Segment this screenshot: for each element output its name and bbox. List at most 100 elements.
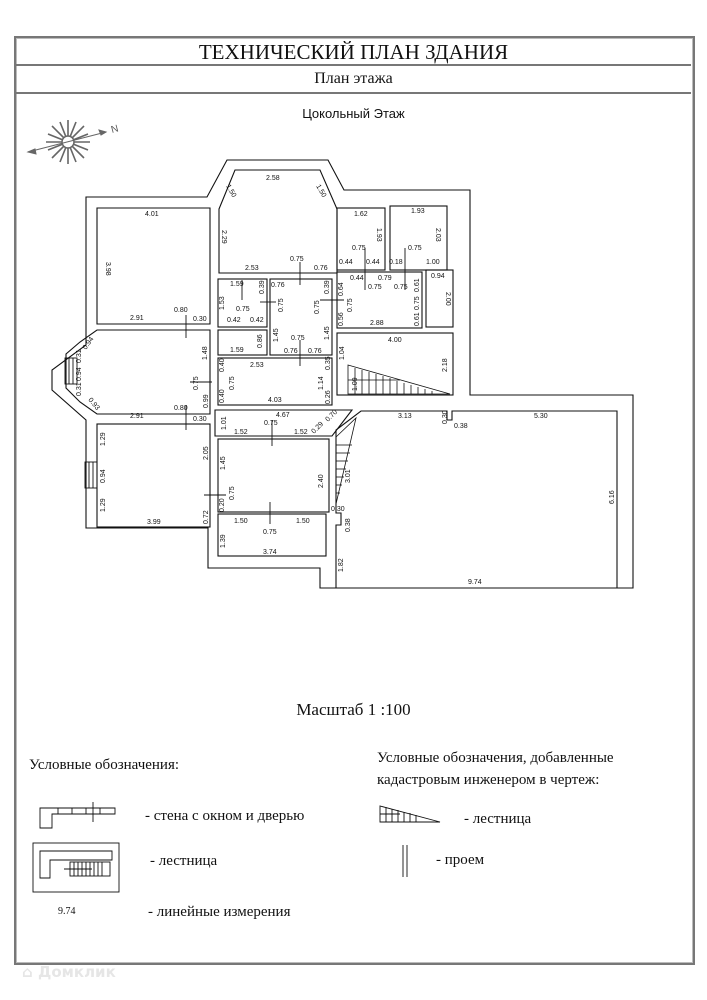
wall-window-door-icon [39, 802, 116, 829]
dim-label: 0.94 [100, 469, 107, 483]
opening-icon [402, 845, 408, 877]
legend-dimension-label: - линейные измерения [148, 904, 291, 920]
dim-label: 0.72 [203, 510, 210, 524]
document-title: ТЕХНИЧЕСКИЙ ПЛАН ЗДАНИЯ [16, 38, 691, 66]
dim-label: 0.75 [368, 284, 382, 291]
compass-north-label: N [110, 123, 120, 135]
dim-label: 1.04 [339, 346, 346, 360]
dim-label: 0.75 [290, 256, 304, 263]
dim-label: 1.29 [100, 498, 107, 512]
dim-label: 0.56 [338, 312, 345, 326]
dim-label: 4.03 [268, 397, 282, 404]
dim-label: 2.53 [250, 362, 264, 369]
door-markers [185, 248, 406, 524]
dim-label: 1.82 [338, 558, 345, 572]
dim-label: 0.30 [442, 410, 449, 424]
drawing-frame [14, 36, 695, 965]
outer-wall [51, 159, 634, 589]
dim-label: 1.53 [219, 296, 226, 310]
dim-label: 3.98 [104, 262, 111, 276]
dim-label: 0.76 [284, 348, 298, 355]
dim-label: 0.76 [271, 282, 285, 289]
room-corridor [214, 409, 354, 437]
dim-label: 1.50 [314, 184, 327, 199]
legend-title: Условные обозначения: [29, 757, 180, 773]
dim-label: 1.59 [230, 347, 244, 354]
dim-label: 0.79 [378, 275, 392, 282]
dim-label: 0.75 [229, 376, 236, 390]
compass-rose-icon: N [26, 120, 120, 164]
dim-label: 0.86 [257, 334, 264, 348]
dim-label: 1.01 [221, 416, 228, 430]
room-stairwell [336, 332, 454, 396]
dim-label: 0.75 [291, 335, 305, 342]
room-small-south [217, 513, 327, 557]
dim-label: 1.93 [375, 228, 382, 242]
staircase-upper [347, 364, 451, 395]
dim-label: 1.45 [273, 328, 280, 342]
room-storage-1 [217, 278, 268, 328]
window-markers [64, 357, 98, 489]
room-wc-1 [336, 207, 386, 271]
home-icon: ⌂ [22, 963, 38, 981]
dim-label: 0.94 [76, 367, 83, 381]
dim-label: 2.91 [130, 315, 144, 322]
room-storage-2 [217, 329, 268, 356]
dim-label: 2.00 [444, 292, 451, 306]
dim-label: 0.39 [324, 280, 331, 294]
dim-label: 1.45 [324, 326, 331, 340]
dim-label: 0.44 [350, 275, 364, 282]
dim-label: 0.44 [339, 259, 353, 266]
dim-label: 3.74 [263, 549, 277, 556]
dim-label: 0.29 [310, 421, 325, 436]
legend-added-title-1: Условные обозначения, добавленные [377, 750, 614, 766]
dim-label: 0.94 [82, 336, 96, 351]
room-closet [425, 269, 454, 328]
dim-label: 0.26 [325, 390, 332, 404]
staircase-lower [335, 416, 357, 505]
dim-label: 0.61 [414, 278, 421, 292]
legend-wall-label: - стена с окном и дверью [145, 808, 305, 824]
room-large [335, 410, 618, 589]
document-subtitle: План этажа [16, 66, 691, 94]
room-living [217, 357, 333, 406]
dim-label: 1.52 [234, 429, 248, 436]
dim-label: 0.61 [414, 312, 421, 326]
legend-added-stair-label: - лестница [464, 811, 532, 827]
dim-label: 1.45 [220, 456, 227, 470]
legend-added-opening-label: - проем [436, 852, 485, 868]
dim-label: 2.18 [442, 358, 449, 372]
dim-label: 0.75 [414, 296, 421, 310]
triangle-stair-icon [379, 805, 441, 823]
dim-label: 0.70 [324, 409, 339, 424]
dim-label: 0.94 [431, 273, 445, 280]
legend-dimension-sample: 9.74 [58, 906, 76, 917]
legend-added-title-2: кадастровым инженером в чертеж: [377, 772, 600, 788]
dim-label: 3.99 [147, 519, 161, 526]
room-middle [217, 438, 330, 513]
dim-label: 1.50 [234, 518, 248, 525]
dim-label: 0.75 [278, 298, 285, 312]
dim-label: 4.01 [145, 211, 159, 218]
dim-label: 0.42 [227, 317, 241, 324]
dim-label: 0.42 [250, 317, 264, 324]
room-center [269, 278, 333, 356]
dim-label: 0.93 [86, 397, 100, 412]
scale-label: Масштаб 1 :100 [296, 700, 411, 719]
floor-name: Цокольный Этаж [302, 106, 405, 121]
dim-label: 1.48 [202, 346, 209, 360]
dim-label: 0.38 [345, 518, 352, 532]
dim-label: 0.75 [408, 245, 422, 252]
dim-label: 2.29 [220, 230, 227, 244]
room-octagon [65, 329, 211, 415]
dim-label: 2.40 [318, 474, 325, 488]
staircase-legend-icon [32, 842, 120, 893]
dim-label: 2.05 [203, 446, 210, 460]
dim-label: 0.75 [264, 420, 278, 427]
dim-label: 0.38 [454, 423, 468, 430]
dim-label: 1.14 [318, 376, 325, 390]
dim-label: 2.58 [266, 175, 280, 182]
dim-label: 0.20 [219, 498, 226, 512]
dim-label: 0.18 [389, 259, 403, 266]
